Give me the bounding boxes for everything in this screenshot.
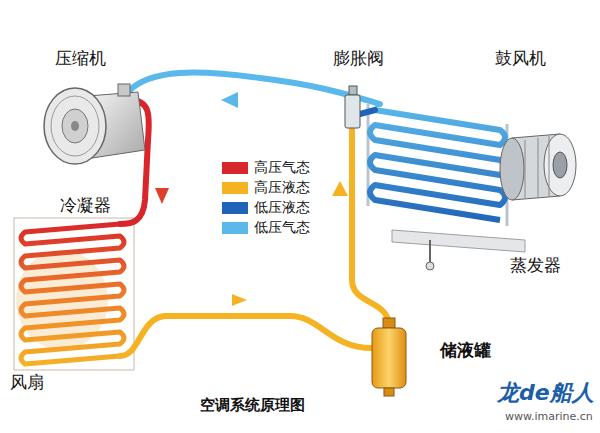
part-name: 风扇 (10, 372, 44, 392)
part-name: 冷凝器 (60, 195, 111, 215)
part-name: 蒸发器 (510, 255, 561, 275)
legend-swatch (222, 162, 248, 174)
orange-pipe (120, 316, 372, 356)
part-name: 压缩机 (55, 48, 106, 68)
condenser-coil (21, 224, 124, 364)
part-name: 鼓风机 (495, 48, 546, 68)
legend-item: 高压气态 (222, 158, 310, 178)
flow-arrow (221, 92, 238, 108)
caption: 空调系统原理图 (200, 396, 305, 414)
legend-item: 高压液态 (222, 178, 310, 198)
legend-box: 高压气态高压液态低压液态低压气态 (222, 158, 310, 238)
legend-text: 低压气态 (254, 219, 310, 237)
drain-plug (426, 262, 434, 270)
part-name: 储液罐 (440, 340, 491, 360)
legend-text: 高压液态 (254, 179, 310, 197)
legend-swatch (222, 202, 248, 214)
receiver (372, 318, 406, 396)
lightblue-pipe (128, 73, 380, 104)
part-name: 膨胀阀 (333, 48, 384, 68)
evaporator-tray (392, 230, 525, 252)
compressor (44, 84, 145, 164)
condenser-frame (14, 218, 134, 370)
blower (500, 134, 576, 200)
evaporator-header (375, 101, 380, 107)
drain-wire (429, 240, 431, 262)
legend-text: 低压液态 (254, 199, 310, 217)
legend-item: 低压气态 (222, 218, 310, 238)
flow-arrow (155, 188, 169, 204)
darkblue-pipe (360, 110, 375, 114)
valve-body (345, 95, 360, 128)
legend-item: 低压液态 (222, 198, 310, 218)
legend-swatch (222, 182, 248, 194)
flow-arrow (232, 294, 247, 306)
watermark: 龙de船人 (497, 380, 594, 406)
flow-arrow (332, 181, 348, 196)
valve-knob (349, 86, 357, 95)
legend-swatch (222, 222, 248, 234)
watermark-url: www.imarine.cn (505, 410, 593, 423)
legend-text: 高压气态 (254, 159, 310, 177)
evaporator-coil (370, 110, 505, 220)
